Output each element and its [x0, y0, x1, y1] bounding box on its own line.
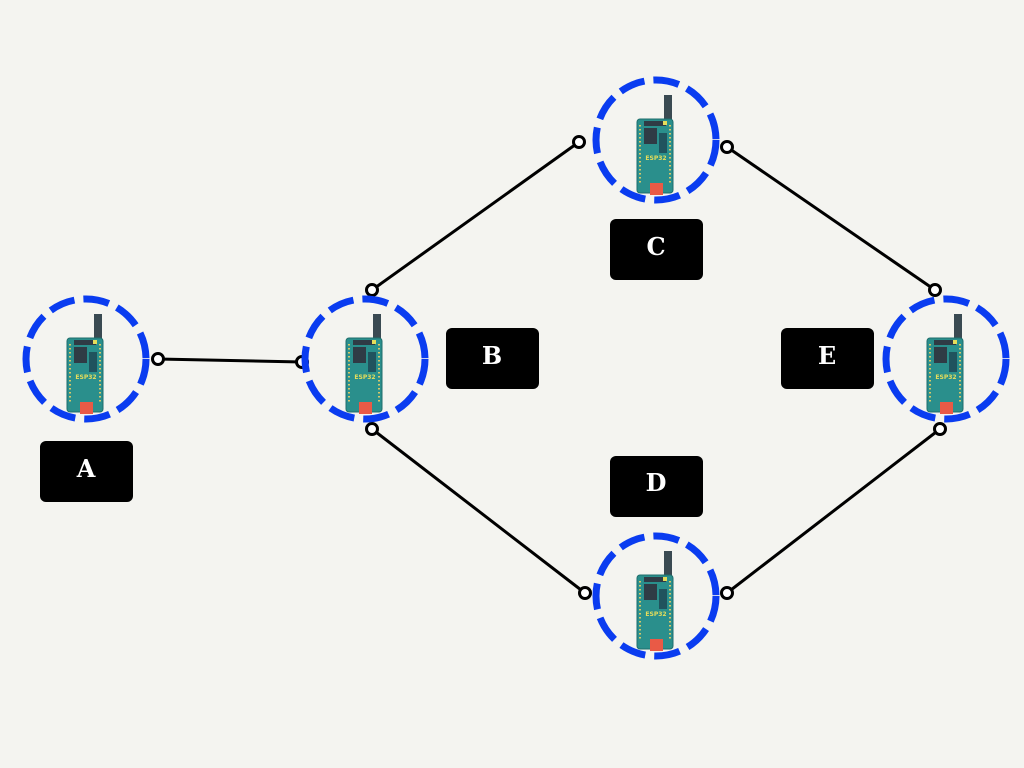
- node-d-ring: [592, 532, 720, 660]
- port-e-top[interactable]: [928, 283, 942, 297]
- node-c-ring: [592, 76, 720, 204]
- port-c-left[interactable]: [572, 135, 586, 149]
- port-b-top[interactable]: [365, 283, 379, 297]
- node-label-a: A: [76, 454, 96, 483]
- node-c[interactable]: ESP32: [592, 76, 720, 204]
- edge-b-c[interactable]: [371, 140, 580, 292]
- board-text: ESP32: [645, 611, 666, 618]
- label-box-d[interactable]: D: [610, 456, 703, 517]
- edge-b-d[interactable]: [371, 427, 586, 595]
- edge-c-e[interactable]: [726, 145, 936, 292]
- node-d[interactable]: ESP32: [592, 532, 720, 660]
- edges: [157, 140, 941, 595]
- port-d-left[interactable]: [578, 586, 592, 600]
- board-text: ESP32: [354, 374, 375, 381]
- esp32-board-icon: ESP32: [636, 550, 674, 652]
- node-label-d: D: [646, 468, 667, 497]
- label-box-a[interactable]: A: [40, 441, 133, 502]
- edge-d-e[interactable]: [726, 427, 941, 595]
- node-b[interactable]: ESP32: [301, 295, 429, 423]
- node-label-b: B: [482, 341, 502, 370]
- esp32-board-icon: ESP32: [345, 313, 383, 415]
- esp32-board-icon: ESP32: [926, 313, 964, 415]
- edge-a-b[interactable]: [157, 357, 303, 364]
- label-box-bg: [610, 456, 703, 517]
- node-e[interactable]: ESP32: [882, 295, 1010, 423]
- node-b-ring: [301, 295, 429, 423]
- port-a-right[interactable]: [151, 352, 165, 366]
- node-a-ring: [22, 295, 150, 423]
- board-text: ESP32: [645, 155, 666, 162]
- board-text: ESP32: [75, 374, 96, 381]
- label-box-bg: [610, 219, 703, 280]
- port-c-right[interactable]: [720, 140, 734, 154]
- board-text: ESP32: [935, 374, 956, 381]
- port-e-bottom[interactable]: [933, 422, 947, 436]
- label-box-bg: [40, 441, 133, 502]
- label-box-e[interactable]: E: [781, 328, 874, 389]
- node-label-e: E: [818, 341, 836, 370]
- label-box-bg: [446, 328, 539, 389]
- port-b-bottom[interactable]: [365, 422, 379, 436]
- esp32-board-icon: ESP32: [636, 94, 674, 196]
- node-a[interactable]: ESP32: [22, 295, 150, 423]
- label-box-bg: [781, 328, 874, 389]
- ports: [151, 135, 947, 600]
- node-label-c: C: [646, 232, 665, 261]
- port-d-right[interactable]: [720, 586, 734, 600]
- esp32-board-icon: ESP32: [66, 313, 104, 415]
- node-e-ring: [882, 295, 1010, 423]
- label-box-c[interactable]: C: [610, 219, 703, 280]
- label-box-b[interactable]: B: [446, 328, 539, 389]
